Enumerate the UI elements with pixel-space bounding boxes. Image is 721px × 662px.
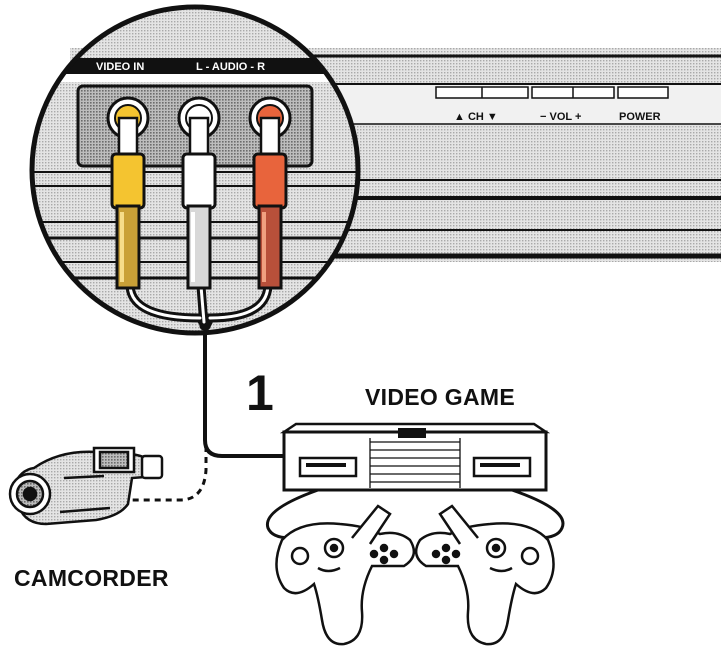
right-game-controller bbox=[414, 504, 555, 646]
tv-control-buttons: ▲ CH ▼ − VOL + POWER bbox=[435, 86, 669, 123]
left-game-controller bbox=[275, 504, 416, 646]
power-control-label: POWER bbox=[619, 111, 661, 123]
left-audio-plug-white bbox=[177, 96, 221, 290]
video-plug-yellow bbox=[106, 96, 150, 290]
ch-control-label: ▲ CH ▼ bbox=[454, 111, 498, 123]
step-number: 1 bbox=[246, 365, 274, 421]
camcorder-label: CAMCORDER bbox=[14, 565, 169, 591]
av-cable bbox=[203, 318, 286, 458]
video-game-console bbox=[279, 422, 551, 492]
jack-panel-magnifier: VIDEO IN L - AUDIO - R bbox=[29, 4, 361, 336]
video-game-label: VIDEO GAME bbox=[365, 384, 515, 410]
right-audio-plug-red bbox=[248, 96, 292, 290]
camcorder-cable bbox=[118, 446, 208, 502]
vol-control-label: − VOL + bbox=[540, 111, 581, 123]
audio-jacks-label: L - AUDIO - R bbox=[196, 61, 265, 73]
video-in-jack-label: VIDEO IN bbox=[96, 61, 144, 73]
camcorder-device bbox=[8, 446, 164, 526]
